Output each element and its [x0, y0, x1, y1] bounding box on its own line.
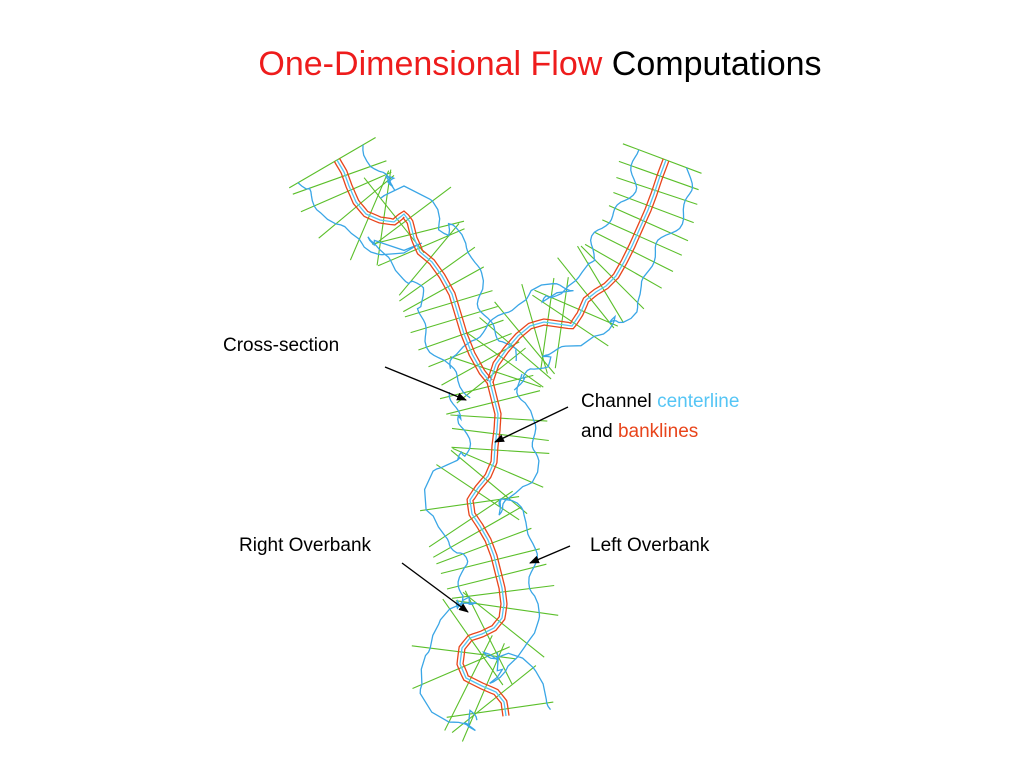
cross-section-line [540, 277, 555, 370]
cross-section-line [584, 243, 662, 289]
banklines [333, 158, 670, 717]
left-overbank-text: Left Overbank [590, 535, 710, 556]
title-part-highlight: One-Dimensional Flow [258, 45, 603, 83]
banklines-text: banklines [617, 421, 699, 442]
bankline [339, 158, 493, 381]
cross-section-line [374, 186, 452, 245]
cross-section-line [494, 301, 556, 375]
cross-section-line [300, 171, 392, 213]
overbank-boundary-line [449, 149, 640, 369]
bankline [486, 158, 664, 382]
arrow-right-overbank [401, 562, 469, 613]
cross-section-line [450, 449, 528, 515]
cross-section-text: Cross-section [223, 335, 340, 356]
channel-centerlines [336, 159, 667, 717]
cross-section-line [452, 447, 544, 488]
cross-section-line [451, 665, 537, 734]
cross-section-line [532, 294, 609, 347]
cross-section-line [456, 347, 526, 404]
overbank-boundary-line [513, 167, 694, 391]
overbank-boundary-line [362, 144, 517, 362]
cross-section-line [440, 548, 540, 575]
centerline [489, 159, 667, 383]
cross-section-line [618, 160, 699, 191]
cross-section-line [622, 143, 702, 174]
cross-section-line [608, 205, 689, 242]
centerline-text: centerline [657, 391, 740, 412]
arrow-cross-section [384, 366, 467, 401]
cross-section-line [594, 231, 674, 272]
cross-section-line [436, 527, 532, 565]
cross-section-line [436, 464, 520, 521]
cross-section-line [557, 257, 615, 329]
cross-section-line [616, 176, 698, 205]
cross-section-line [613, 191, 694, 224]
slide-title: One-Dimensional Flow Computations [0, 40, 1024, 88]
arrow-left-overbank [529, 545, 571, 564]
cross-section-line [554, 277, 569, 369]
label-right-overbank: Right Overbank [239, 531, 371, 561]
bankline [333, 161, 489, 385]
overbank-boundary-line [419, 392, 478, 732]
cross-section-line [410, 305, 498, 334]
bankline [462, 381, 510, 716]
bankline [456, 382, 504, 717]
callout-arrows [384, 366, 571, 613]
cross-section-line [602, 219, 683, 256]
cross-section-line [577, 245, 624, 324]
overbank-boundary-line [481, 373, 552, 710]
cross-section-line [433, 506, 522, 558]
cross-section-line [452, 584, 555, 599]
centerline [459, 381, 507, 717]
bankline [492, 160, 670, 384]
cross-section-line [363, 177, 425, 254]
cross-section-line [288, 137, 376, 189]
overbank-boundaries [297, 144, 694, 732]
cross-section-line [450, 414, 548, 422]
label-channel-line1: Channel centerline [581, 387, 739, 417]
cross-section-line [451, 427, 549, 442]
and-text: and [581, 421, 613, 442]
cross-section-line [428, 490, 514, 548]
label-cross-section: Cross-section [223, 331, 339, 361]
cross-section-line [451, 446, 550, 454]
cross-section-line [450, 356, 542, 388]
cross-section-line [580, 245, 645, 310]
cross-section-line [465, 331, 544, 388]
cross-section-line [403, 266, 485, 313]
label-left-overbank: Left Overbank [590, 531, 709, 561]
cross-section-line [464, 590, 513, 685]
overbank-boundary-line [297, 182, 471, 399]
cross-section-line [446, 701, 554, 718]
channel-text: Channel [581, 391, 652, 412]
cross-section-line [439, 374, 534, 400]
label-channel-line2: and banklines [581, 417, 739, 447]
title-part-rest: Computations [611, 45, 822, 83]
label-channel: Channel centerline and banklines [581, 387, 739, 447]
centerline [336, 159, 491, 383]
cross-section-line [446, 390, 541, 415]
right-overbank-text: Right Overbank [239, 535, 372, 556]
cross-section-line [462, 591, 545, 658]
arrow-channel [494, 406, 569, 443]
